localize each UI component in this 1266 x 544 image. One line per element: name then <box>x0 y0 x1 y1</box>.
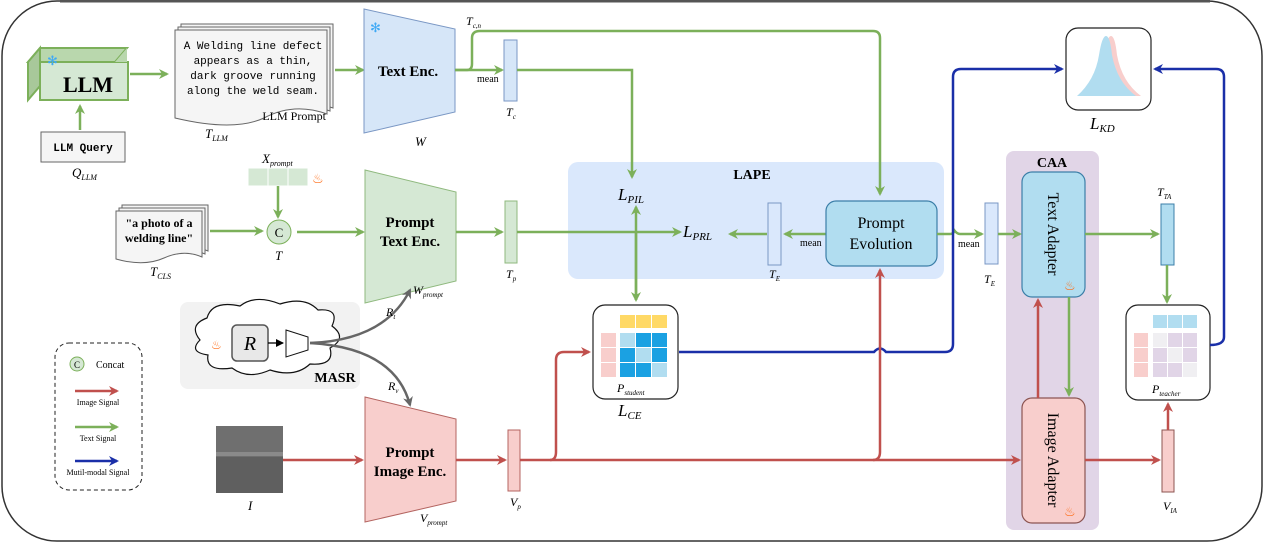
te-vector-caa <box>984 202 999 265</box>
masr-label: MASR <box>314 371 356 386</box>
llm-label: LLM <box>63 72 113 97</box>
llm-box: ✻ LLM <box>25 45 130 103</box>
llm-query-box <box>40 131 126 163</box>
fire-icon: ♨ <box>211 338 222 352</box>
caa-title: CAA <box>1037 156 1068 171</box>
llm-prompt-line-4: along the weld seam. <box>187 86 319 98</box>
legend-box <box>54 342 143 491</box>
prompt-evolution-line-1: Prompt <box>857 215 905 232</box>
concat-node <box>266 219 292 245</box>
llm-prompt-document: A Welding line defect appears as a thin,… <box>174 23 334 126</box>
text-encoder <box>363 8 456 134</box>
prompt-image-encoder-line-1: Prompt <box>386 445 435 461</box>
lape-title: LAPE <box>733 168 770 183</box>
prompt-text-encoder <box>364 169 457 304</box>
v-ia-symbol: VIA <box>1163 499 1178 515</box>
projection-module <box>285 329 309 358</box>
legend-multimodal-signal-label: Mutil-modal Signal <box>67 468 131 477</box>
r-glyph: R <box>243 333 256 355</box>
l-ce-loss: LCE <box>617 401 642 422</box>
r-v-symbol: Rv <box>387 379 399 395</box>
legend-concat-label: Concat <box>96 360 125 371</box>
cls-prompt-document: "a photo of a welding line" <box>115 204 209 264</box>
l-pil-loss: LPIL <box>617 185 644 206</box>
w-prompt-symbol: Wprompt <box>413 283 444 299</box>
legend-concat-icon <box>69 356 85 372</box>
prompt-evolution-line-2: Evolution <box>849 236 912 253</box>
tc-vector <box>503 39 518 102</box>
prompt-image-encoder <box>364 396 457 523</box>
prompt-evolution-box <box>825 200 938 267</box>
l-kd-loss: LKD <box>1089 114 1115 135</box>
p-student-matrix <box>601 315 667 377</box>
te-vector-lape <box>767 202 782 266</box>
mean-label: mean <box>477 74 499 85</box>
v-p-symbol: Vp <box>510 495 521 511</box>
llm-prompt-caption: LLM Prompt <box>262 109 326 123</box>
t-p-symbol: Tp <box>506 267 517 283</box>
prompt-text-encoder-line-2: Text Enc. <box>380 234 441 250</box>
legend-concat-glyph: C <box>74 360 80 370</box>
p-teacher-matrix <box>1134 315 1197 377</box>
t-e-symbol-caa: TE <box>984 272 996 288</box>
llm-prompt-line-1: A Welding line defect <box>184 41 323 53</box>
t-cls-symbol: TCLS <box>150 264 171 281</box>
v-prompt-symbol: Vprompt <box>420 511 448 527</box>
t-c-symbol: Tc <box>506 105 517 121</box>
snowflake-icon: ✻ <box>47 53 58 68</box>
llm-prompt-line-2: appears as a thin, <box>194 56 313 68</box>
snowflake-icon: ✻ <box>370 20 381 35</box>
x-prompt-symbol: Xprompt <box>261 151 294 168</box>
text-adapter-label: Text Adapter <box>1044 193 1061 277</box>
cls-prompt-line-2: welding line" <box>125 231 193 245</box>
mean-label-lape: mean <box>800 238 822 249</box>
llm-prompt-line-3: dark groove running <box>190 71 315 83</box>
t-llm-symbol: TLLM <box>205 126 229 143</box>
image-adapter-label: Image Adapter <box>1044 413 1061 508</box>
tta-vector <box>1160 203 1175 266</box>
t-cn-symbol: Tc,n <box>466 14 482 30</box>
llm-query-label: LLM Query <box>53 143 113 155</box>
q-llm-symbol: QLLM <box>72 165 98 182</box>
p-student-symbol: Pstudent <box>616 381 646 397</box>
legend-image-signal-label: Image Signal <box>77 398 120 407</box>
r-t-symbol: Rt <box>385 305 396 321</box>
prompt-image-encoder-line-2: Image Enc. <box>374 464 447 480</box>
w-symbol: W <box>415 134 427 149</box>
text-encoder-label: Text Enc. <box>378 64 439 80</box>
l-prl-loss: LPRL <box>682 222 712 243</box>
p-teacher-symbol: Pteacher <box>1151 382 1181 398</box>
via-vector <box>1161 429 1175 493</box>
fire-icon: ♨ <box>312 171 324 186</box>
mean-label-caa: mean <box>958 239 980 250</box>
fire-icon: ♨ <box>1064 504 1076 519</box>
fire-icon: ♨ <box>1064 278 1076 293</box>
vp-vector <box>507 429 521 492</box>
cls-prompt-line-1: "a photo of a <box>125 216 192 230</box>
legend-text-signal-label: Text Signal <box>80 434 117 443</box>
i-symbol: I <box>247 498 253 513</box>
tp-vector <box>504 200 518 264</box>
t-symbol: T <box>275 248 283 263</box>
concat-glyph: C <box>275 225 284 240</box>
student-distribution <box>1077 36 1136 96</box>
t-e-symbol-lape: TE <box>769 267 781 283</box>
prompt-text-encoder-line-1: Prompt <box>386 215 435 231</box>
x-prompt-tokens <box>247 167 309 187</box>
t-ta-symbol: TTA <box>1157 185 1172 201</box>
